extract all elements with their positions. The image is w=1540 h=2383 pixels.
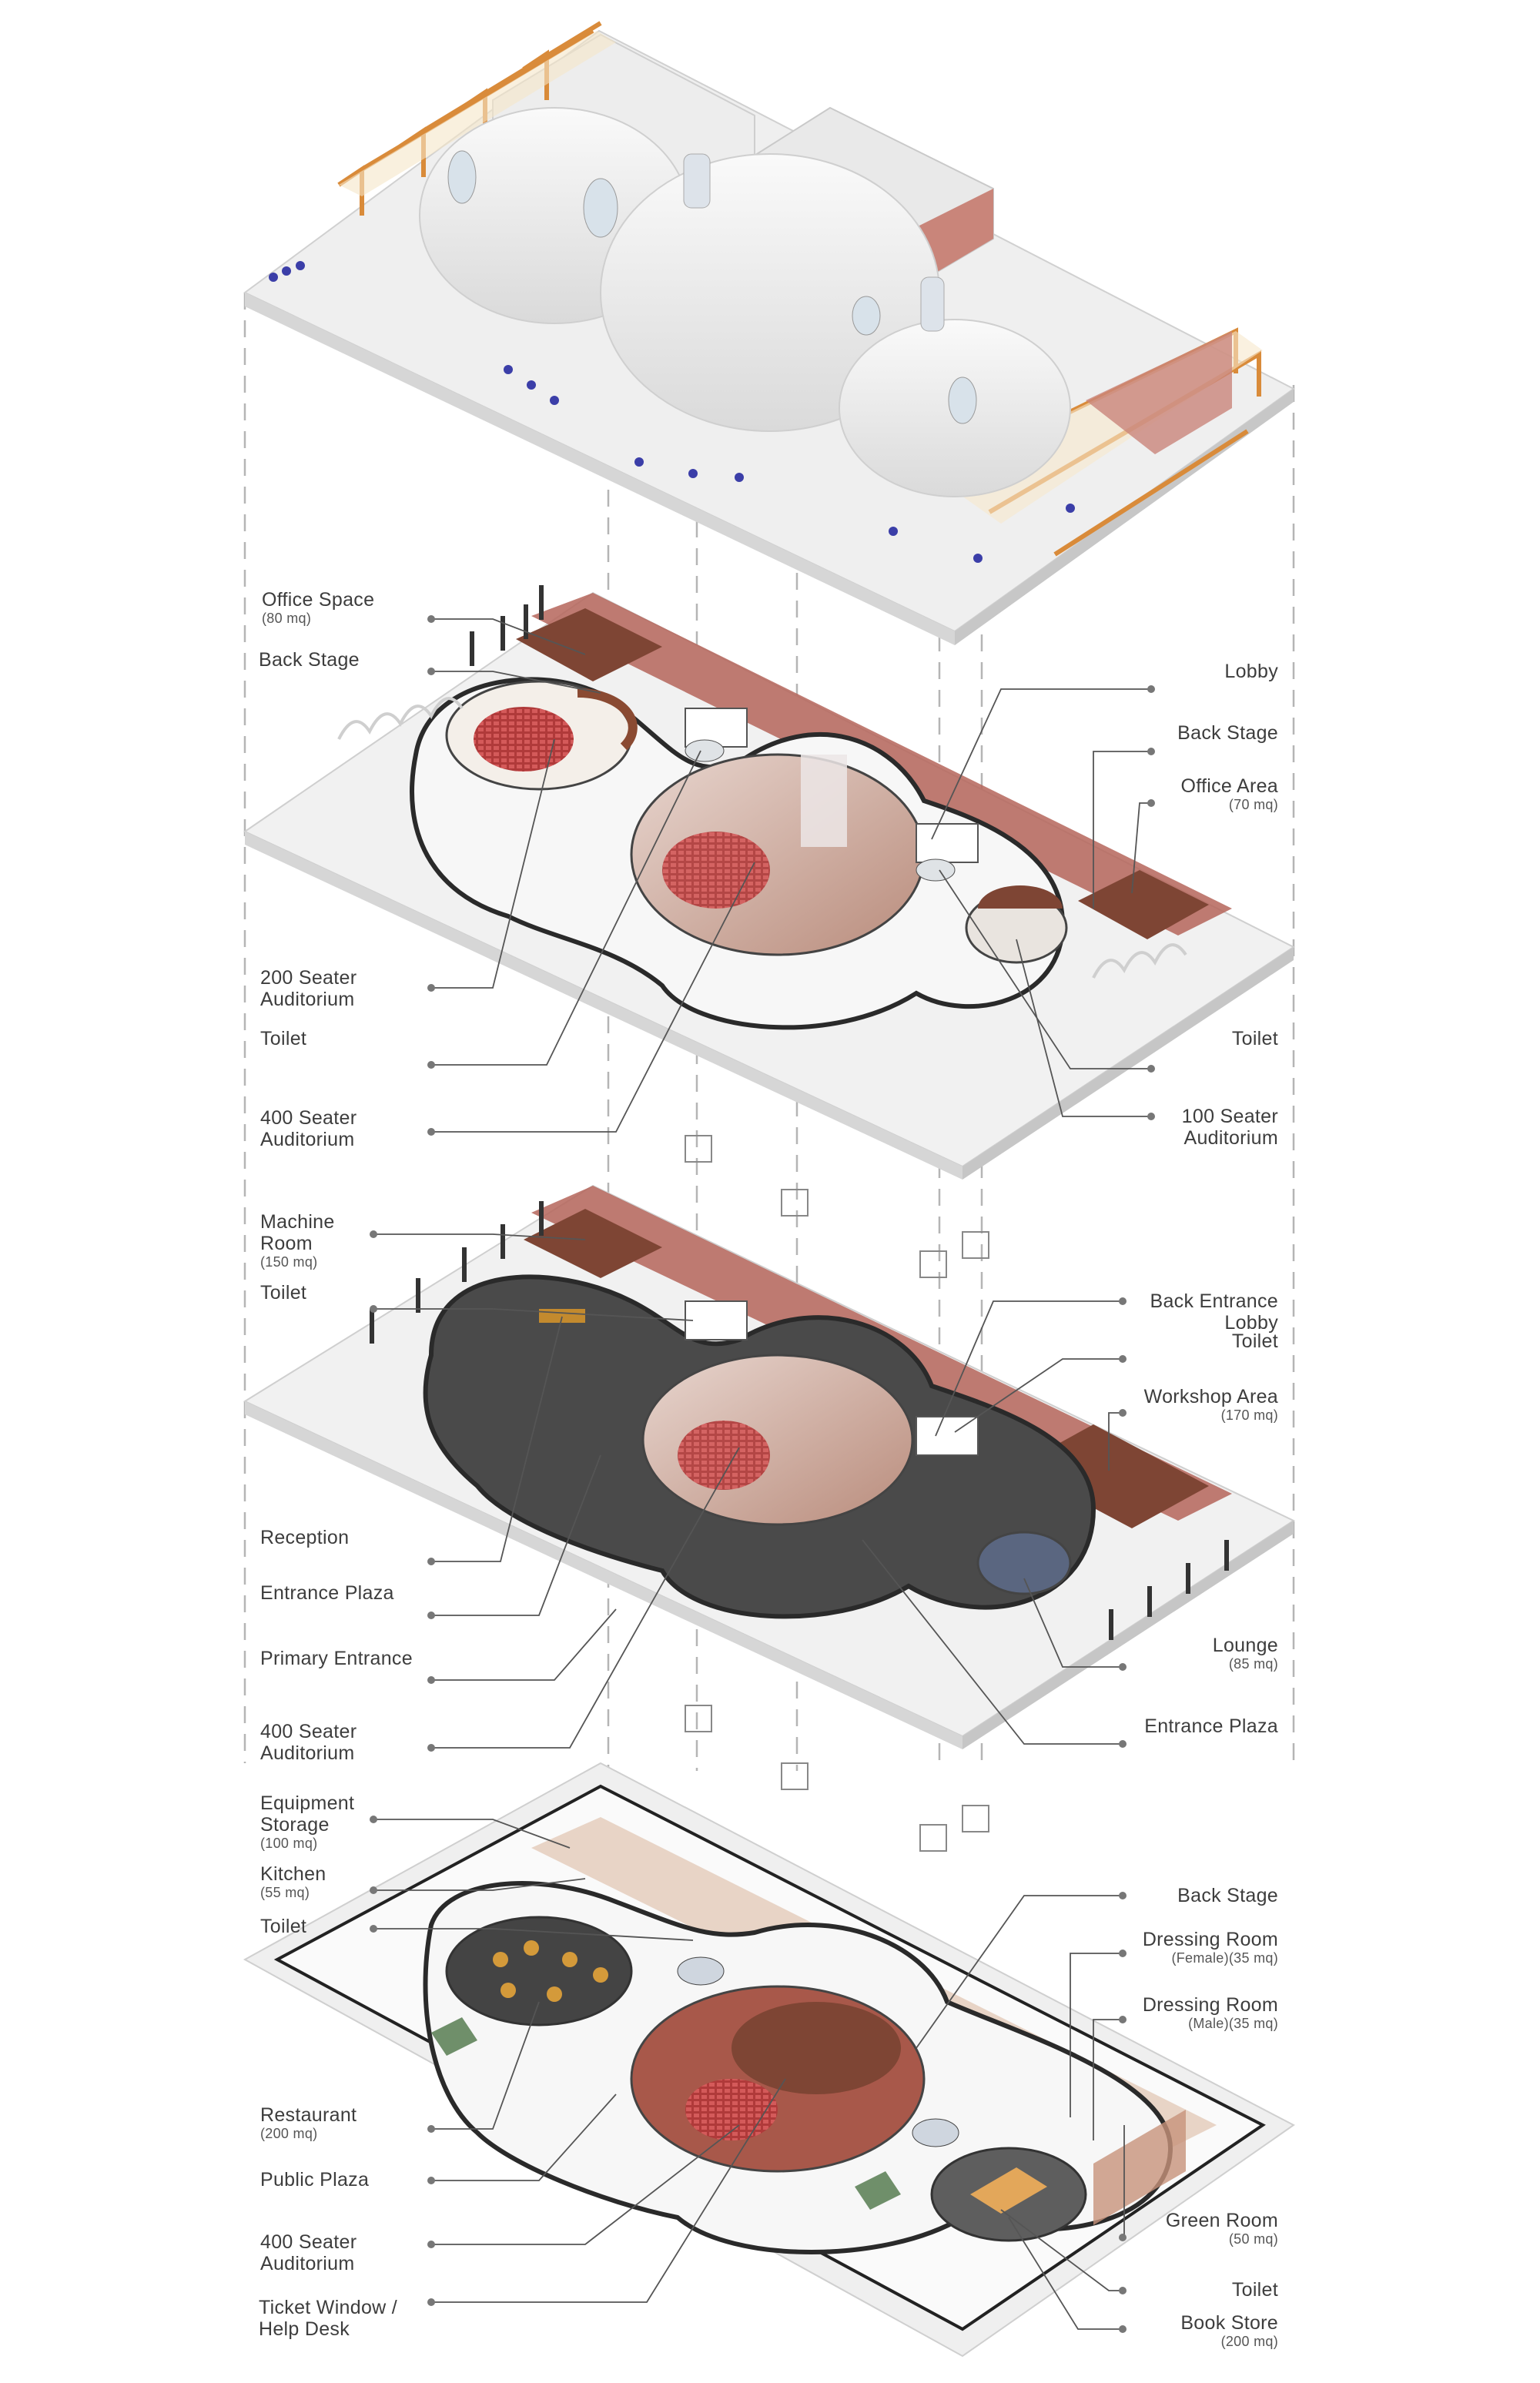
label-back-stage-ground: Back Stage [1177,1885,1278,1906]
label-text: Lounge [1212,1635,1278,1656]
label-text: Green Room [1165,2210,1278,2231]
label-entrance-plaza: Entrance Plaza [260,1582,394,1604]
label-text: 400 Seater Auditorium [260,1721,357,1764]
label-dressing-room-female: Dressing Room (Female)(35 mq) [1143,1929,1278,1966]
label-text: Restaurant [260,2104,357,2126]
label-ticket-window: Ticket Window / Help Desk [259,2275,397,2340]
label-office-space: Office Space (80 mq) [262,589,374,626]
label-text: Toilet [260,1916,307,1937]
label-workshop-area: Workshop Area (170 mq) [1144,1386,1278,1423]
office-space [516,608,662,681]
label-dressing-room-male: Dressing Room (Male)(35 mq) [1143,1994,1278,2031]
label-200-seater: 200 Seater Auditorium [260,946,357,1010]
label-equipment-storage: Equipment Storage (100 mq) [260,1771,354,1873]
timber-canopy-left [337,21,602,216]
green-patch [431,2017,477,2056]
label-toilet-middle: Toilet [260,1282,306,1304]
label-sub: (70 mq) [1228,797,1278,812]
label-toilet-middle-right: Toilet [1232,1330,1278,1352]
reception-desk [539,1309,585,1323]
label-text: Toilet [1231,1028,1278,1049]
label-public-plaza: Public Plaza [260,2169,369,2191]
restaurant [445,1916,633,2027]
label-text: Back Stage [1177,722,1278,744]
lounge [976,1531,1072,1595]
label-sub: (50 mq) [1228,2231,1278,2247]
label-lobby: Lobby [1224,661,1278,682]
label-text: 400 Seater Auditorium [260,1107,357,1150]
middle-level [243,1184,1296,1749]
label-text: Toilet [1231,1330,1278,1352]
label-restaurant: Restaurant (200 mq) [260,2104,357,2141]
roof-level [243,21,1295,645]
label-toilet-ground-right: Toilet [1232,2279,1278,2301]
label-sub: (Male)(35 mq) [1188,2016,1278,2031]
label-text: Primary Entrance [260,1648,413,1669]
label-400-seater-ground: 400 Seater Auditorium [260,2210,357,2274]
leader-dots [370,615,1155,2333]
label-text: Equipment Storage [260,1792,355,1836]
label-green-room: Green Room (50 mq) [1166,2210,1278,2247]
label-entrance-plaza-right: Entrance Plaza [1144,1715,1278,1737]
elevator-icon [685,1135,989,1852]
label-text: Back Stage [259,649,360,671]
label-sub: (80 mq) [262,611,312,626]
label-text: 100 Seater Auditorium [1181,1106,1278,1149]
label-reception: Reception [260,1527,349,1548]
label-back-stage-right: Back Stage [1177,722,1278,744]
ground-level [243,1762,1295,2358]
label-back-stage: Back Stage [259,649,360,671]
label-sub: (85 mq) [1228,1656,1278,1672]
label-sub: (55 mq) [260,1885,310,1900]
label-text: Lobby [1224,661,1278,682]
upper-level [243,585,1295,1180]
label-text: Entrance Plaza [260,1582,394,1604]
label-text: Toilet [1231,2279,1278,2301]
label-text: Toilet [260,1282,307,1304]
label-text: Dressing Room [1142,1994,1278,2016]
label-text: Book Store [1180,2312,1278,2334]
label-primary-entrance: Primary Entrance [260,1648,413,1669]
label-office-area: Office Area (70 mq) [1180,775,1278,812]
label-100-seater: 100 Seater Auditorium [1182,1084,1278,1149]
label-text: Toilet [260,1028,307,1049]
label-kitchen: Kitchen (55 mq) [260,1863,326,1900]
label-sub: (100 mq) [260,1836,318,1851]
label-text: Entrance Plaza [1144,1715,1278,1737]
label-400-seater: 400 Seater Auditorium [260,1086,357,1150]
label-toilet: Toilet [260,1028,306,1049]
machine-room [524,1209,662,1278]
label-text: Workshop Area [1143,1386,1278,1407]
label-toilet-right: Toilet [1232,1028,1278,1049]
label-machine-room: Machine Room (150 mq) [260,1190,335,1291]
label-text: 200 Seater Auditorium [260,967,357,1010]
label-sub: (170 mq) [1220,1407,1278,1423]
label-text: Office Space [262,589,375,611]
label-text: Kitchen [260,1863,326,1885]
label-sub: (150 mq) [260,1254,318,1270]
label-sub: (Female)(35 mq) [1171,1950,1278,1966]
label-text: Dressing Room [1142,1929,1278,1950]
label-text: Office Area [1180,775,1278,797]
label-400-seater-middle: 400 Seater Auditorium [260,1699,357,1764]
label-sub: (200 mq) [1220,2334,1278,2349]
label-book-store: Book Store (200 mq) [1180,2312,1278,2349]
label-text: Ticket Window / Help Desk [259,2297,398,2340]
label-text: 400 Seater Auditorium [260,2231,357,2274]
label-text: Back Stage [1177,1885,1278,1906]
label-lounge: Lounge (85 mq) [1213,1635,1278,1672]
label-text: Machine Room [260,1211,335,1254]
people-icon [269,261,1075,563]
label-text: Back Entrance Lobby [1150,1290,1278,1334]
label-toilet-ground: Toilet [260,1916,306,1937]
label-text: Public Plaza [260,2169,370,2191]
office-area [1078,870,1209,939]
label-text: Reception [260,1527,350,1548]
label-back-entrance-lobby: Back Entrance Lobby [1150,1269,1279,1334]
leader-lines [373,618,1151,2330]
label-sub: (200 mq) [260,2126,318,2141]
